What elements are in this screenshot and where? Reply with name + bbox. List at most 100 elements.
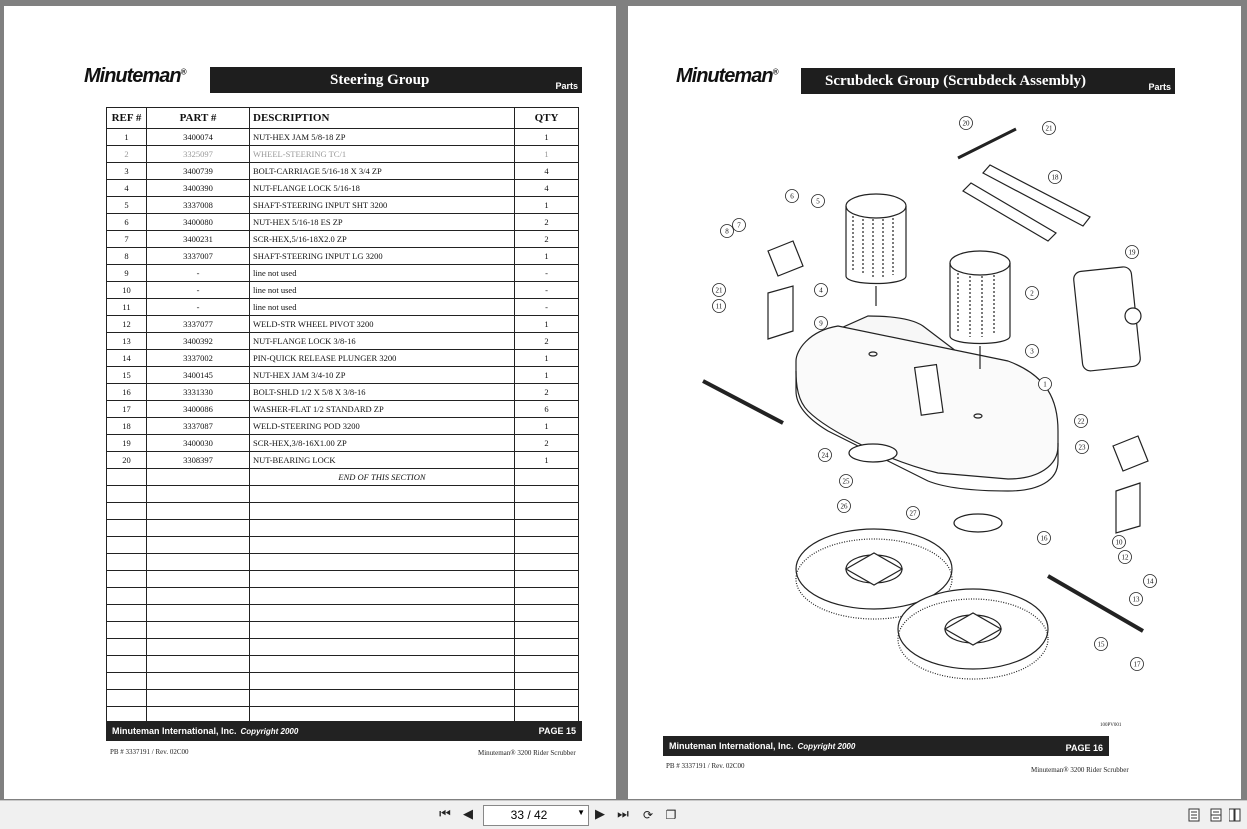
model-name: Minuteman® 3200 Rider Scrubber (1031, 766, 1129, 774)
cell-qty: 1 (514, 315, 579, 333)
cell-desc: WELD-STR WHEEL PIVOT 3200 (249, 315, 515, 333)
cell-part: 3337007 (146, 247, 250, 265)
cell-qty: 2 (514, 383, 579, 401)
cell-qty: 1 (514, 417, 579, 435)
callout-label: 11 (716, 303, 723, 311)
cell-desc: NUT-HEX JAM 5/8-18 ZP (249, 128, 515, 146)
footer-page-number: PAGE 16 (1065, 743, 1103, 753)
callout-label: 26 (841, 503, 849, 511)
callout-label: 13 (1133, 596, 1141, 604)
blank-row (106, 570, 579, 588)
mount-bracket (1115, 482, 1141, 534)
callout-bubble: 23 (1075, 440, 1089, 454)
section-header-band: Steering Group Parts (210, 67, 582, 93)
page-indicator: 33 / 42 (510, 808, 548, 822)
callout-bubble: 22 (1074, 414, 1088, 428)
blank-row (106, 502, 579, 520)
callout-bubble: 21 (712, 283, 726, 297)
table-row: 11-line not used- (106, 298, 579, 316)
callout-bubble: 19 (1125, 245, 1139, 259)
page-footer-band: Minuteman International, Inc.Copyright 2… (106, 721, 582, 741)
cell-qty: 1 (514, 145, 579, 163)
callout-label: 21 (1046, 125, 1054, 133)
blank-row (106, 553, 579, 571)
cell-ref: 8 (106, 247, 147, 265)
page-number-input[interactable]: 33 / 42 ▼ (483, 805, 589, 826)
copy-page-icon[interactable]: ❐ (665, 808, 677, 822)
section-tag: Parts (555, 81, 578, 91)
model-name: Minuteman® 3200 Rider Scrubber (478, 749, 576, 757)
blank-row (106, 621, 579, 639)
callout-bubble: 8 (720, 224, 734, 238)
col-header-qty: QTY (514, 107, 579, 129)
cell-part: 3308397 (146, 451, 250, 469)
footer-copyright: Copyright 2000 (240, 727, 299, 736)
cell-qty: 2 (514, 434, 579, 452)
footer-company: Minuteman International, Inc.Copyright 2… (669, 741, 856, 751)
cell-part: - (146, 298, 250, 316)
cell-ref: 18 (106, 417, 147, 435)
cell-desc: WELD-STEERING POD 3200 (249, 417, 515, 435)
cell-part: 3337008 (146, 196, 250, 214)
callout-label: 25 (843, 478, 851, 486)
callout-label: 24 (822, 452, 830, 460)
mount-bracket (1112, 435, 1149, 472)
next-page-icon[interactable]: ▶ (595, 807, 605, 822)
cell-part: - (146, 281, 250, 299)
cell-part: 3400074 (146, 128, 250, 146)
first-page-icon[interactable]: ⏮ (439, 807, 451, 822)
two-page-view-icon[interactable] (1229, 808, 1241, 822)
last-page-icon[interactable]: ⏭ (617, 807, 629, 822)
cell-ref: 15 (106, 366, 147, 384)
cell-qty: 2 (514, 230, 579, 248)
callout-label: 9 (819, 320, 823, 328)
cell-ref: 3 (106, 162, 147, 180)
callout-label: 15 (1098, 641, 1106, 649)
rotate-page-icon[interactable]: ⟳ (642, 808, 654, 822)
cell-qty: 1 (514, 366, 579, 384)
cell-desc: NUT-BEARING LOCK (249, 451, 515, 469)
steering-rod (1046, 574, 1145, 633)
callout-bubble: 14 (1143, 574, 1157, 588)
callout-label: 12 (1122, 554, 1130, 562)
mount-bracket (767, 240, 804, 277)
cell-desc: NUT-HEX JAM 3/4-10 ZP (249, 366, 515, 384)
continuous-view-icon[interactable] (1210, 808, 1222, 822)
drive-hub (953, 513, 1003, 533)
doc-number: PB # 3337191 / Rev. 02C00 (110, 748, 189, 756)
cell-desc: line not used (249, 264, 515, 282)
previous-page-icon[interactable]: ◀ (463, 807, 473, 822)
actuator-housing (1073, 266, 1142, 372)
single-page-view-icon[interactable] (1188, 808, 1200, 822)
cell-part: 3400086 (146, 400, 250, 418)
cell-desc: BOLT-SHLD 1/2 X 5/8 X 3/8-16 (249, 383, 515, 401)
cell-part: 3400392 (146, 332, 250, 350)
callout-bubble: 3 (1025, 344, 1039, 358)
blank-row (106, 638, 579, 656)
chevron-down-icon[interactable]: ▼ (577, 808, 585, 817)
cell-qty: - (514, 298, 579, 316)
blank-row (106, 536, 579, 554)
callout-bubble: 13 (1129, 592, 1143, 606)
callout-label: 10 (1116, 539, 1124, 547)
end-note: END OF THIS SECTION (249, 468, 515, 486)
brand-logo: Minuteman® (676, 65, 778, 87)
col-header-description: DESCRIPTION (249, 107, 515, 129)
blank-row (106, 689, 579, 707)
callout-label: 7 (737, 222, 741, 230)
section-tag: Parts (1148, 82, 1171, 92)
callout-label: 4 (819, 287, 823, 295)
steering-rod (702, 379, 784, 425)
callout-label: 1 (1043, 381, 1047, 389)
drawing-code: 100PV001 (1100, 723, 1122, 728)
callout-bubble: 7 (732, 218, 746, 232)
callout-label: 6 (790, 193, 794, 201)
cell-qty: - (514, 264, 579, 282)
drive-hub (848, 443, 898, 463)
